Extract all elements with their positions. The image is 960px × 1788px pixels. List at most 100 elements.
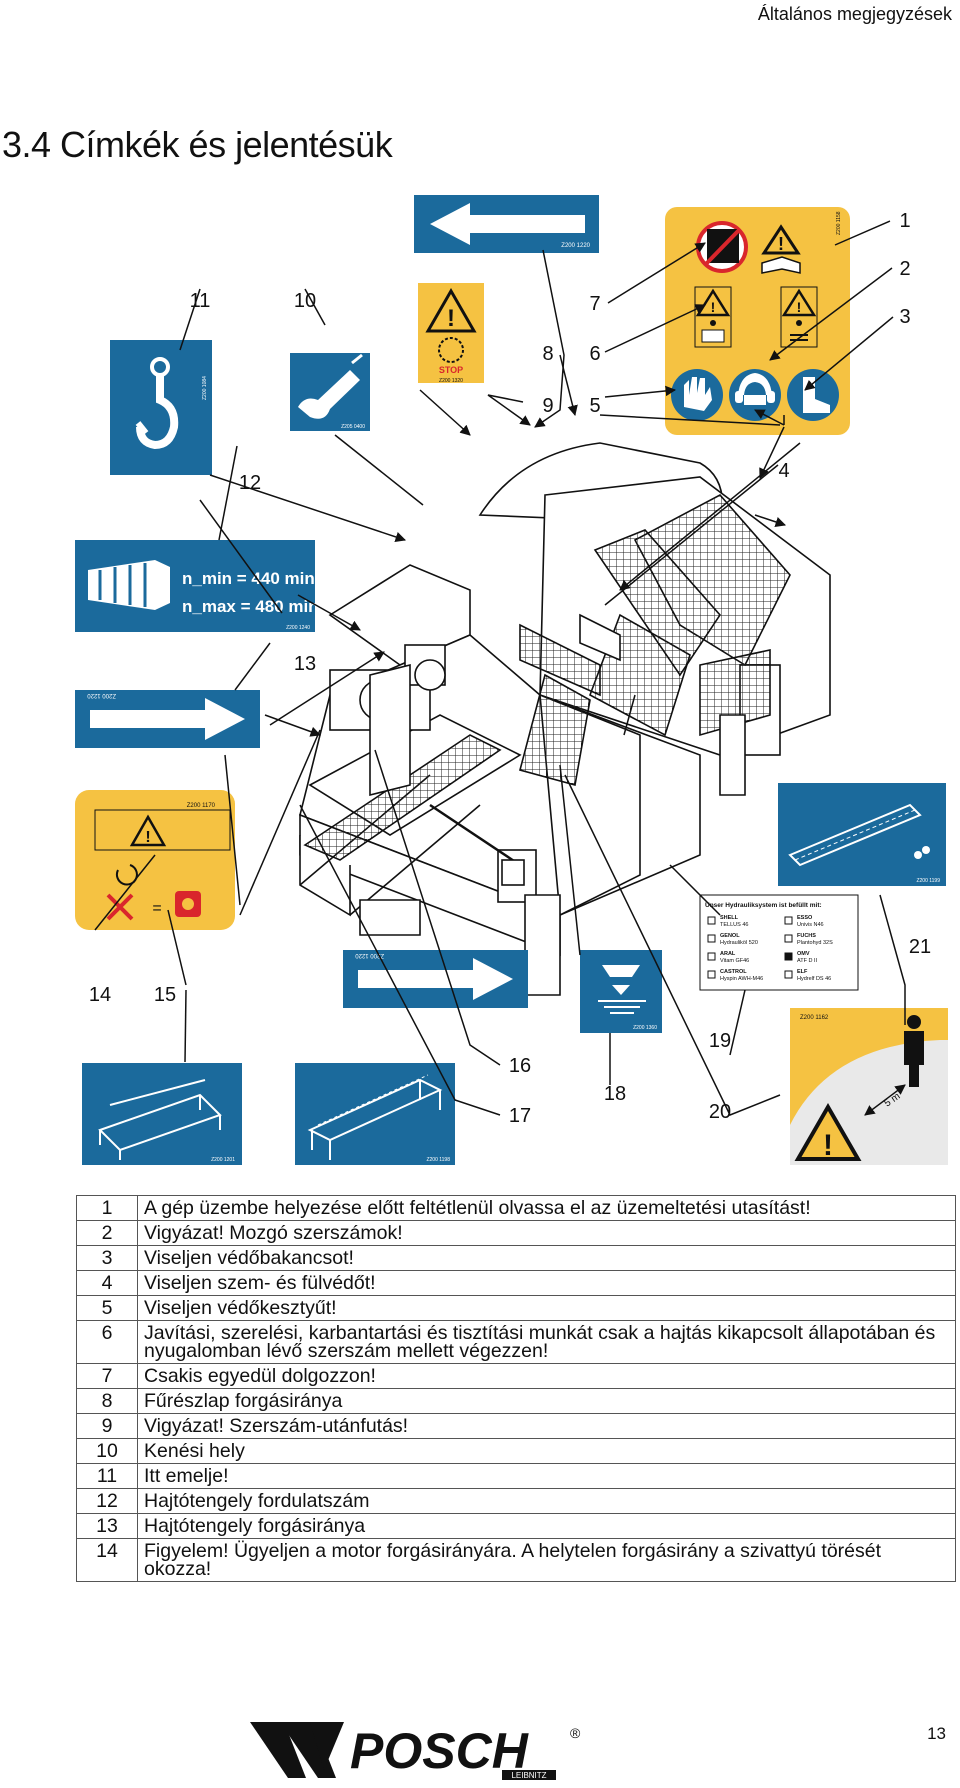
registered-mark: ® [570,1725,581,1741]
sticker-code: Z200 1320 [439,378,463,384]
svg-text:Plantohyd 32S: Plantohyd 32S [797,940,833,946]
sticker-code: Z200 1220 [561,243,590,249]
callout-15: 15 [154,984,176,1006]
callout-3: 3 [899,306,910,328]
sticker-tool-overrun: ! STOP Z200 1320 [418,283,484,384]
sticker-code: Z200 1240 [286,625,310,631]
sticker-code: Z200 1201 [211,1157,235,1163]
legend-number: 9 [76,1413,138,1439]
legend-text: Figyelem! Ügyeljen a motor forgásirányár… [137,1538,956,1582]
sticker-code: Z200 1170 [187,803,216,809]
sticker-code: Z200 1220 [355,952,384,958]
callout-14: 14 [89,984,111,1006]
callout-6: 6 [589,343,600,365]
svg-text:!: ! [823,1129,833,1162]
sticker-blade-direction-top: Z200 1220 [414,195,599,253]
legend-number: 10 [76,1438,138,1464]
svg-text:GENOL: GENOL [720,933,740,939]
legend-text: Viseljen szem- és fülvédőt! [137,1270,956,1296]
leader-lines [94,220,906,1116]
callout-16: 16 [509,1055,531,1077]
sticker-code: Z200 1199 [916,878,940,884]
page-title: 3.4 Címkék és jelentésük [2,124,393,165]
sticker-frame-right: Z200 1198 [295,1063,455,1165]
callout-11: 11 [190,290,211,312]
legend-text: Csakis egyedül dolgozzon! [137,1363,956,1389]
legend-text: Vigyázat! Mozgó szerszámok! [137,1220,956,1246]
sticker-grease-point: Z205 0400 [290,353,370,431]
legend-number: 3 [76,1245,138,1271]
sticker-oil-level: Z200 1360 [580,950,662,1033]
callout-17: 17 [509,1105,531,1127]
svg-text:!: ! [778,234,784,254]
sticker-lifting-point: Z200 1084 [110,340,212,475]
callout-10: 10 [294,290,316,312]
legend-number: 11 [76,1463,138,1489]
sticker-motor-direction: ! Z200 1170 = [75,790,235,930]
callout-7: 7 [589,293,600,315]
saw-machine-drawing [299,442,831,996]
legend-number: 4 [76,1270,138,1296]
legend-text: Hajtótengely fordulatszám [137,1488,956,1514]
callout-21: 21 [909,936,931,958]
logo-text: POSCH [350,1723,529,1779]
svg-text:!: ! [797,299,802,315]
legend-text: Vigyázat! Szerszám-utánfutás! [137,1413,956,1439]
posch-logo: POSCH LEIBNITZ ® [250,1722,581,1780]
svg-text:ELF: ELF [797,969,808,975]
svg-text:ATF D II: ATF D II [797,958,818,964]
sticker-shaft-direction: Z200 1220 [75,690,260,748]
sticker-code: Z200 1158 [836,211,842,235]
sticker-code: Z200 1220 [87,692,116,698]
legend-text: Itt emelje! [137,1463,956,1489]
legend-text: Javítási, szerelési, karbantartási és ti… [137,1320,956,1364]
sticker-safety-main: ! Z200 1158 ! ! [665,207,850,435]
legend-text: Fűrészlap forgásiránya [137,1388,956,1414]
legend-number: 14 [76,1538,138,1582]
legend-number: 6 [76,1320,138,1364]
svg-text:!: ! [447,305,455,332]
legend-text: Hajtótengely forgásiránya [137,1513,956,1539]
sticker-code: Z200 1360 [633,1025,657,1031]
rpm-max: n_max = 480 min-1 [182,597,334,616]
legend-number: 8 [76,1388,138,1414]
sticker-hydraulic-oil: Unser Hydrauliksystem ist befüllt mit: S… [699,894,859,991]
svg-text:Hydrauliköl 520: Hydrauliköl 520 [720,940,758,946]
logo-subtext: LEIBNITZ [511,1771,546,1780]
legend-number: 13 [76,1513,138,1539]
callout-8: 8 [542,343,553,365]
svg-text:SHELL: SHELL [720,915,739,921]
sticker-code: Z200 1084 [202,376,208,400]
sticker-frame-left: Z200 1201 [82,1063,242,1165]
callout-20: 20 [709,1101,731,1123]
rpm-min: n_min = 440 min-1 [182,569,330,588]
svg-text:Hydrelf DS 46: Hydrelf DS 46 [797,976,831,982]
legend-text: Viseljen védőkesztyűt! [137,1295,956,1321]
sticker-conveyor: Z200 1199 [778,783,946,886]
svg-text:ARAL: ARAL [720,951,736,957]
sticker-code: Z205 0400 [341,424,365,430]
sticker-safety-distance: Z200 1162 ! 5 m [790,1008,948,1165]
legend-number: 2 [76,1220,138,1246]
page-number: 13 [927,1724,946,1743]
svg-text:Vitam GF46: Vitam GF46 [720,958,749,964]
svg-text:Hyspin AWH-M46: Hyspin AWH-M46 [720,976,763,982]
stop-label: STOP [439,365,463,375]
legend-text: Viseljen védőbakancsot! [137,1245,956,1271]
label-diagram: Z200 1220 ! STOP Z200 1320 Z205 0400 Z20… [75,195,948,1165]
svg-text:Univis N46: Univis N46 [797,922,824,928]
callout-5: 5 [589,395,600,417]
legend-number: 12 [76,1488,138,1514]
legend-number: 1 [76,1195,138,1221]
svg-text:!: ! [711,299,716,315]
callout-2: 2 [899,258,910,280]
